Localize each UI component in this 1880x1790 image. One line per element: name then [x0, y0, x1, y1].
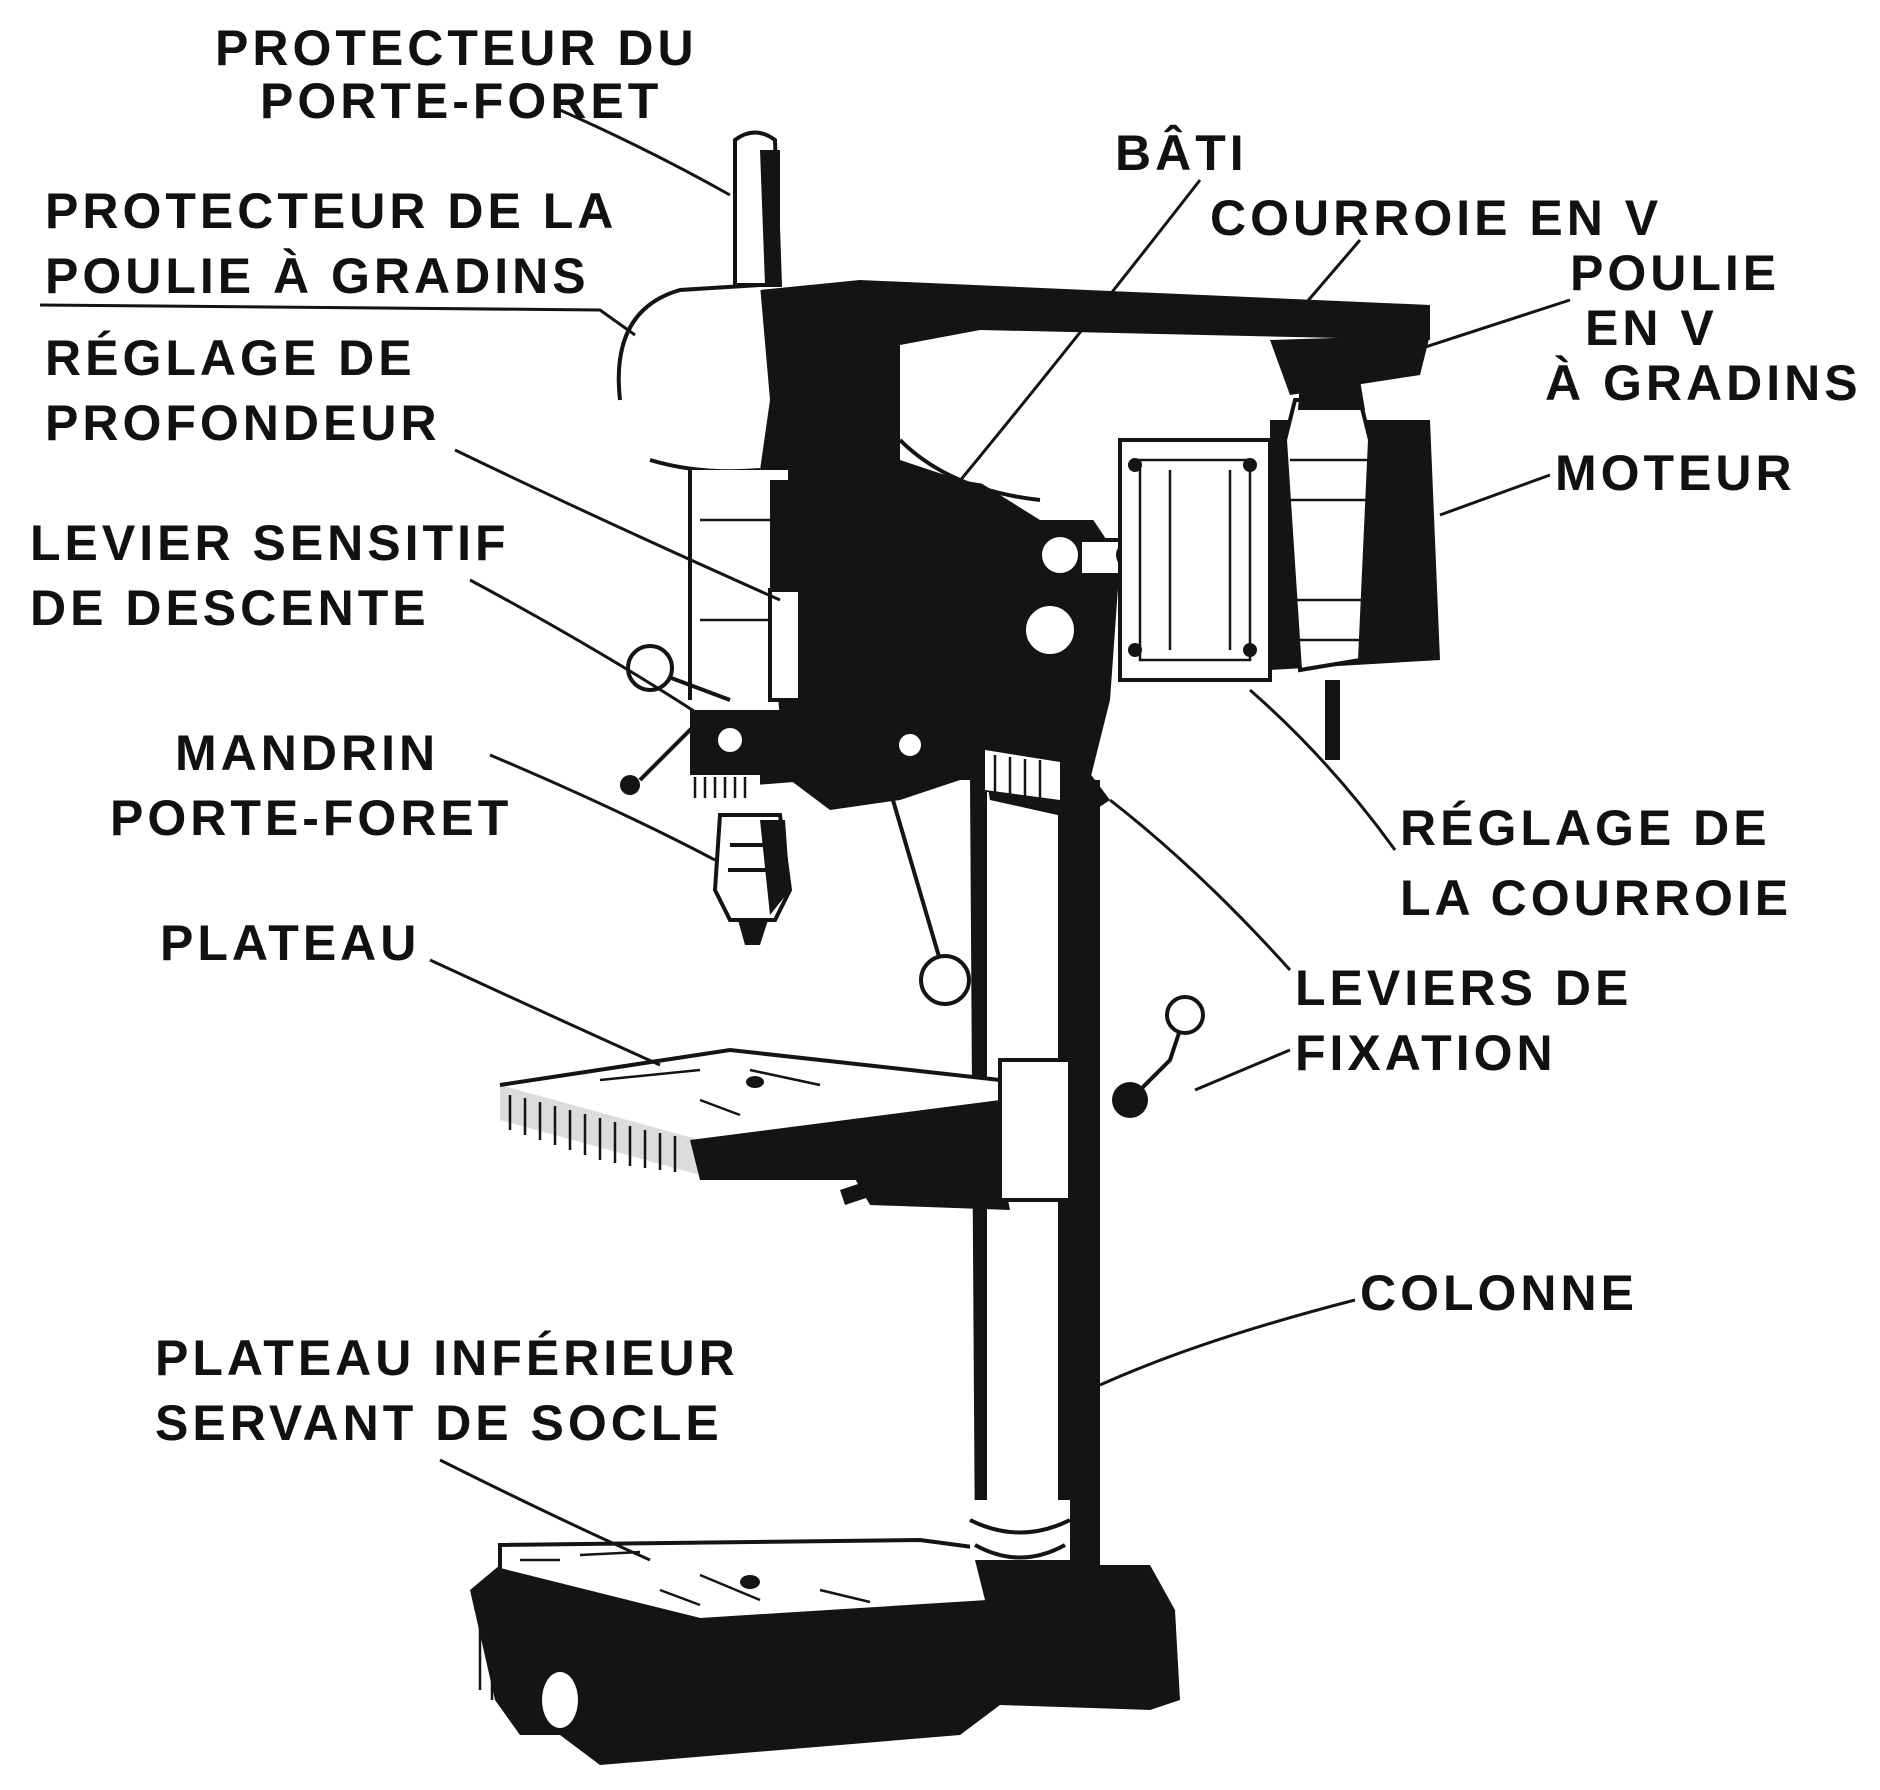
table-clamp-lever [1112, 995, 1205, 1118]
table [499, 1047, 1072, 1210]
label-levier-sensitif-1: LEVIER SENSITIF [30, 515, 510, 571]
label-leviers-fixation-2: FIXATION [1295, 1025, 1557, 1081]
leader-colonne [1099, 1298, 1356, 1387]
label-mandrin-2: PORTE-FORET [110, 790, 512, 846]
leader-courroie [1298, 239, 1362, 311]
leader-reglage-courroie [1249, 688, 1397, 851]
label-protecteur-porte-foret-2: PORTE-FORET [260, 73, 662, 129]
label-poulie-v-3: À GRADINS [1545, 355, 1862, 411]
label-plateau-inferieur-1: PLATEAU INFÉRIEUR [155, 1330, 739, 1386]
label-reglage-profondeur-1: RÉGLAGE DE [45, 330, 416, 386]
depth-stop [888, 533, 1082, 760]
leader-leviers-fixation [1109, 798, 1292, 972]
label-reglage-profondeur-2: PROFONDEUR [45, 395, 441, 451]
drill-chuck [712, 813, 793, 945]
leader-levier-sensitif [469, 578, 701, 717]
label-courroie: COURROIE EN V [1210, 190, 1662, 246]
column [969, 780, 1100, 1640]
pulley-guard [616, 283, 770, 474]
label-protecteur-porte-foret-1: PROTECTEUR DU [215, 20, 698, 76]
leader-plateau-inferieur [439, 1458, 651, 1562]
leader-moteur [1439, 473, 1551, 517]
labels: PROTECTEUR DU PORTE-FORET PROTECTEUR DE … [30, 20, 1862, 1451]
quill-housing [688, 470, 802, 702]
drill-press-illustration [470, 130, 1440, 1765]
leader-plateau [429, 958, 661, 1067]
label-poulie-v-1: POULIE [1570, 245, 1780, 301]
spindle-guard [733, 130, 783, 287]
leader-reglage-profondeur [454, 448, 781, 602]
label-protecteur-poulie-2: POULIE À GRADINS [45, 248, 590, 304]
label-bati: BÂTI [1115, 125, 1248, 181]
leader-protecteur-poulie [39, 303, 636, 337]
label-plateau: PLATEAU [160, 915, 420, 971]
feed-pulley [690, 710, 820, 800]
feed-levers [620, 644, 971, 1006]
label-mandrin-1: MANDRIN [175, 725, 439, 781]
label-moteur: MOTEUR [1555, 445, 1796, 501]
label-leviers-fixation-1: LEVIERS DE [1295, 960, 1632, 1016]
label-reglage-courroie-1: RÉGLAGE DE [1400, 800, 1771, 856]
label-plateau-inferieur-2: SERVANT DE SOCLE [155, 1395, 723, 1451]
motor-plate [1118, 438, 1272, 682]
leader-lines [39, 108, 1571, 1562]
leader-protecteur-porte-foret [559, 108, 731, 197]
v-belt [1270, 335, 1430, 410]
label-reglage-courroie-2: LA COURROIE [1400, 870, 1792, 926]
label-colonne: COLONNE [1360, 1265, 1638, 1321]
leader-bati [938, 179, 1202, 506]
leader-poulie-v [1369, 298, 1571, 367]
label-levier-sensitif-2: DE DESCENTE [30, 580, 430, 636]
leader-mandrin [489, 753, 716, 862]
label-protecteur-poulie-1: PROTECTEUR DE LA [45, 183, 617, 239]
motor [1270, 398, 1440, 760]
leader-leviers-fixation-2 [1194, 1048, 1291, 1092]
label-poulie-v-2: EN V [1585, 300, 1718, 356]
